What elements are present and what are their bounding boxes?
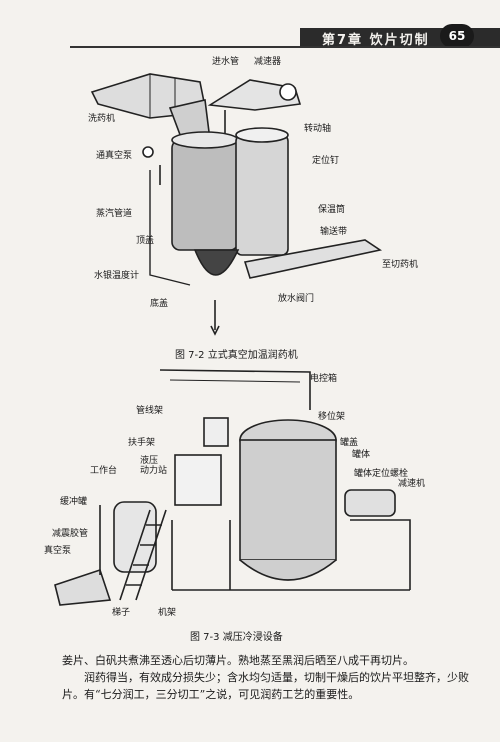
body-text: 姜片、白矾共煮沸至透心后切薄片。熟地蒸至黑润后晒至八成干再切片。 润药得当，有效… (62, 652, 472, 703)
label-work-platform: 工作台 (90, 466, 118, 476)
label-hydraulic: 液压 动力站 (140, 456, 168, 476)
figure-decompression-soaking-equipment (54, 369, 411, 606)
main-tank (171, 139, 239, 251)
page-header: 第7章 饮片切制 65 (0, 0, 500, 48)
label-buffer-tank: 缓冲罐 (60, 497, 88, 507)
label-shaft: 转动轴 (304, 124, 332, 134)
text-paragraph2: 润药得当，有效成分损失少；含水均匀适量，切制干燥后的饮片平坦整齐，少败片。有“七… (62, 671, 469, 701)
label-locator-pin: 罐体定位螺栓 (354, 469, 409, 479)
label-vacuum-pump: 通真空泵 (96, 151, 133, 161)
figure2-caption: 图 7-3 减压冷浸设备 (190, 632, 283, 643)
label-steam-pipe: 蒸汽管道 (96, 209, 133, 219)
buffer-tank (113, 501, 157, 573)
label-frame: 机架 (158, 608, 177, 618)
label-vacuum-pump-2: 真空泵 (44, 546, 72, 556)
label-inlet: 进水管 (212, 57, 240, 67)
basket (193, 249, 240, 276)
pipe-rack (159, 369, 311, 410)
figure1-caption: 图 7-2 立式真空加温润药机 (175, 350, 298, 361)
label-to-cutter: 至切药机 (382, 260, 419, 270)
control-box (203, 417, 229, 447)
label-washer: 洗药机 (88, 114, 116, 124)
ladder (119, 509, 167, 601)
machine-frame (171, 519, 411, 591)
text-line1: 姜片、白矾共煮沸至透心后切薄片。熟地蒸至黑润后晒至八成干再切片。 (62, 654, 414, 667)
label-drain-valve: 放水阀门 (278, 294, 315, 304)
figure-vacuum-moistening-machine (90, 73, 383, 336)
label-control-box: 电控箱 (310, 374, 338, 384)
conveyor-belt (243, 239, 383, 279)
label-thermometer: 水银温度计 (94, 271, 140, 281)
page-number: 65 (440, 24, 474, 48)
label-handrail: 扶手架 (128, 438, 156, 448)
vacuum-pump-unit (54, 568, 112, 606)
chapter-title: 第7章 饮片切制 (322, 33, 430, 48)
label-locator: 定位钉 (312, 156, 340, 166)
label-conveyor: 输送带 (320, 227, 348, 237)
label-reducer: 减速器 (254, 57, 282, 67)
label-ladder: 梯子 (112, 608, 131, 618)
label-bottom-cover: 底盖 (150, 299, 169, 309)
insulation-tank (235, 134, 289, 256)
reducer-motor (207, 79, 302, 111)
label-insulation: 保温筒 (318, 205, 346, 215)
label-top-cover: 顶盖 (136, 236, 155, 246)
label-filter: 减震胶管 (52, 529, 89, 539)
label-pipe-rack: 管线架 (136, 406, 164, 416)
label-tank-body: 罐体 (352, 450, 371, 460)
label-tank-cover: 罐盖 (340, 438, 359, 448)
reducer-motor-2 (344, 489, 396, 517)
tank-body (239, 439, 337, 561)
header-rule (70, 46, 500, 48)
label-reducer-2: 减速机 (398, 479, 426, 489)
label-shift-rack: 移位架 (318, 412, 346, 422)
